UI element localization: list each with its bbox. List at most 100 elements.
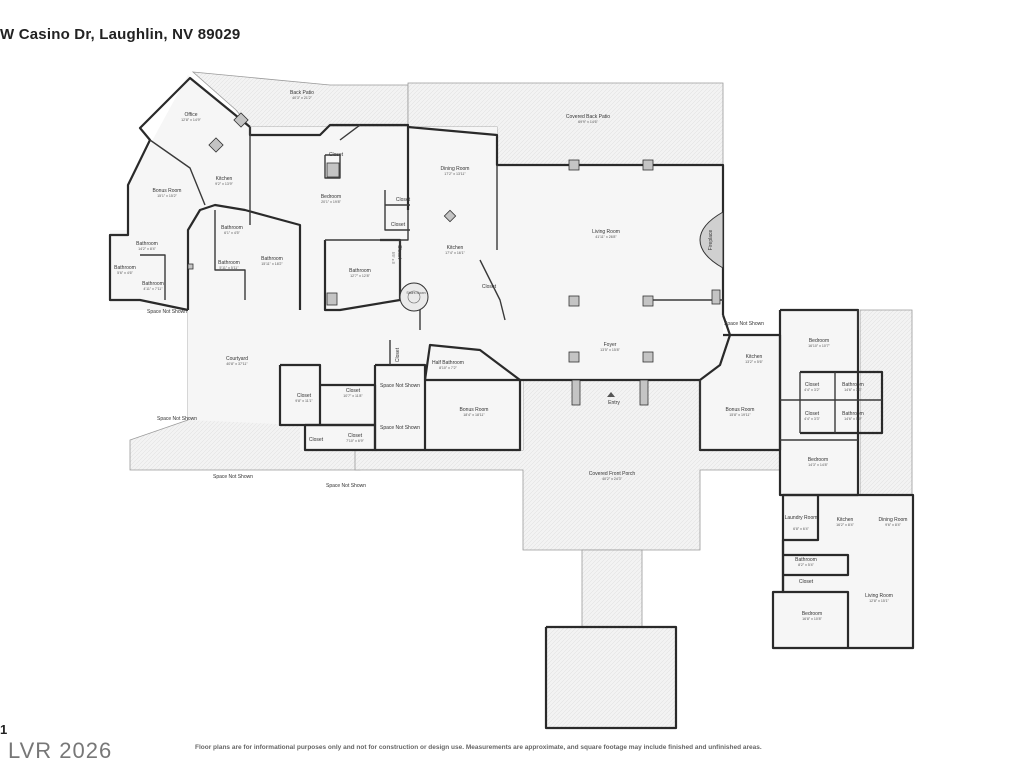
bathroom-b-label: Bathroom xyxy=(218,260,240,266)
stairs-down-label: Stairs Down xyxy=(406,291,425,295)
fireplace-label: Fireplace xyxy=(708,230,714,251)
bathroom-se-label: Bathroom xyxy=(795,557,817,563)
southeast-bath-wall xyxy=(783,553,850,577)
bathroom-g-dim: 12'7" x 12'8" xyxy=(350,274,370,278)
living-room-se-dim: 12'8" x 15'1" xyxy=(869,599,889,603)
bathroom-f-label: Bathroom xyxy=(142,281,164,287)
bonus-room-e-label: Bonus Room xyxy=(726,407,755,413)
kitchen-e-label: Kitchen xyxy=(746,354,763,360)
west-wing-wall xyxy=(108,76,251,312)
room-labels: Back Patio 40'3" x 21'2" Covered Back Pa… xyxy=(114,90,907,621)
bedroom-se-dim: 16'8" x 10'8" xyxy=(802,617,822,621)
bonus-room-e-dim: 15'8" x 19'11" xyxy=(729,413,751,417)
front-court-area xyxy=(545,626,677,729)
kitchen-se-dim: 16'2" x 8'4" xyxy=(836,523,854,527)
east-side-area xyxy=(859,309,913,496)
kitchen-se-label: Kitchen xyxy=(837,517,854,523)
bedroom-e2-dim: 14'3" x 14'8" xyxy=(808,463,828,467)
closet-k-label: Closet xyxy=(805,411,820,417)
laundry-room-label: Laundry Room xyxy=(785,515,818,521)
west-south-wall xyxy=(186,203,302,310)
closet-h-label: Closet xyxy=(309,437,324,443)
space-not-shown-6-label: Space Not Shown xyxy=(326,483,366,489)
bathroom-f-dim: 4'11" x 7'11" xyxy=(143,287,163,291)
bathroom-h-label: Bathroom xyxy=(842,382,864,388)
wine-closet-dim: 5'5" x 3' xyxy=(391,252,395,265)
closet-a-label: Closet xyxy=(329,152,344,158)
space-not-shown-7-label: Space Not Shown xyxy=(724,321,764,327)
closet-i-label: Closet xyxy=(348,433,363,439)
bathroom-c-dim: 15'11" x 18'2" xyxy=(261,262,283,266)
kitchen-w-label: Kitchen xyxy=(216,176,233,182)
wine-closet-label: Closet xyxy=(396,245,402,260)
closet-e-label: Closet xyxy=(297,393,312,399)
living-south-wall xyxy=(423,314,732,382)
half-bathroom-label: Half Bathroom xyxy=(432,360,464,366)
property-address: W Casino Dr, Laughlin, NV 89029 xyxy=(0,26,241,43)
covered-back-patio-label: Covered Back Patio xyxy=(566,114,610,120)
space-not-shown-5-label: Space Not Shown xyxy=(213,474,253,480)
dining-room-label: Dining Room xyxy=(441,166,470,172)
bathroom-c-label: Bathroom xyxy=(261,256,283,262)
foyer-label: Foyer xyxy=(604,342,617,348)
bathroom-i-label: Bathroom xyxy=(842,411,864,417)
office-dim: 12'8" x 14'9" xyxy=(181,118,201,122)
closet-i-dim: 7'10" x 6'9" xyxy=(346,439,364,443)
closet-d-label: Closet xyxy=(482,284,497,290)
closet-j-label: Closet xyxy=(805,382,820,388)
covered-back-patio-dim: 69'9" x 14'6" xyxy=(578,120,598,124)
bathroom-h-dim: 14'6" x 3'3" xyxy=(844,388,862,392)
space-not-shown-4-label: Space Not Shown xyxy=(157,416,197,422)
bedroom-w-label: Bedroom xyxy=(321,194,341,200)
covered-front-porch-dim: 40'2" x 24'3" xyxy=(602,477,622,481)
office-label: Office xyxy=(185,112,198,118)
foyer-dim: 13'5" x 15'8" xyxy=(600,348,620,352)
bedroom-e2-label: Bedroom xyxy=(808,457,828,463)
courtyard-label: Courtyard xyxy=(226,356,248,362)
bonus-room-c-dim: 18'4" x 18'11" xyxy=(463,413,485,417)
bathroom-se-dim: 8'2" x 5'4" xyxy=(798,563,814,567)
fireplace-icon xyxy=(699,211,724,269)
bathroom-b-dim: 5'11" x 5'11" xyxy=(219,266,239,270)
closet-b-label: Closet xyxy=(396,197,411,203)
interior-walls xyxy=(140,124,882,450)
bedroom-w-dim: 20'1" x 19'8" xyxy=(321,200,341,204)
entry-label: Entry xyxy=(608,400,620,406)
living-room-label: Living Room xyxy=(592,229,620,235)
space-not-shown-2-label: Space Not Shown xyxy=(380,383,420,389)
closet-f-label: Closet xyxy=(346,388,361,394)
living-room-se-label: Living Room xyxy=(865,593,893,599)
dining-room-se-dim: 9'6" x 8'4" xyxy=(885,523,901,527)
laundry-room-dim: 6'8" x 6'4" xyxy=(793,527,809,531)
closet-g-label: Closet xyxy=(395,347,401,362)
closet-k-dim: 4'4" x 3'3" xyxy=(804,417,820,421)
half-bathroom-dim: 8'10" x 7'2" xyxy=(439,366,457,370)
bathroom-a-dim: 6'1" x 4'5" xyxy=(224,231,240,235)
bedroom-e1-dim: 16'10" x 10'7" xyxy=(808,344,830,348)
kitchen-c-label: Kitchen xyxy=(447,245,464,251)
closet-f-dim: 10'7" x 11'8" xyxy=(343,394,363,398)
back-patio-label: Back Patio xyxy=(290,90,314,96)
living-room-dim: 41'11" x 26'8" xyxy=(595,235,617,239)
bonus-room-c-wall xyxy=(425,378,522,452)
bathroom-i-dim: 14'6" x 5'9" xyxy=(844,417,862,421)
kitchen-e-dim: 13'2" x 5'6" xyxy=(745,360,763,364)
bathroom-a-label: Bathroom xyxy=(221,225,243,231)
closet-e-dim: 9'8" x 11'1" xyxy=(295,399,313,403)
east-baths-wall xyxy=(800,370,884,435)
southeast-divider-wall xyxy=(781,495,850,648)
bathroom-d-dim: 14'2" x 8'4" xyxy=(138,247,156,251)
covered-front-porch-label: Covered Front Porch xyxy=(589,471,636,477)
dining-room-dim: 17'2" x 13'11" xyxy=(444,172,466,176)
columns xyxy=(187,112,721,406)
closet-c-label: Closet xyxy=(391,222,406,228)
stairs-down-icon xyxy=(399,282,429,312)
back-patio-dim: 40'3" x 21'2" xyxy=(292,96,312,100)
bathroom-e-label: Bathroom xyxy=(114,265,136,271)
closet-se-label: Closet xyxy=(799,579,814,585)
space-not-shown-1-label: Space Not Shown xyxy=(147,309,187,315)
bathroom-d-label: Bathroom xyxy=(136,241,158,247)
kitchen-w-dim: 9'2" x 13'9" xyxy=(215,182,233,186)
bonus-room-c-label: Bonus Room xyxy=(460,407,489,413)
